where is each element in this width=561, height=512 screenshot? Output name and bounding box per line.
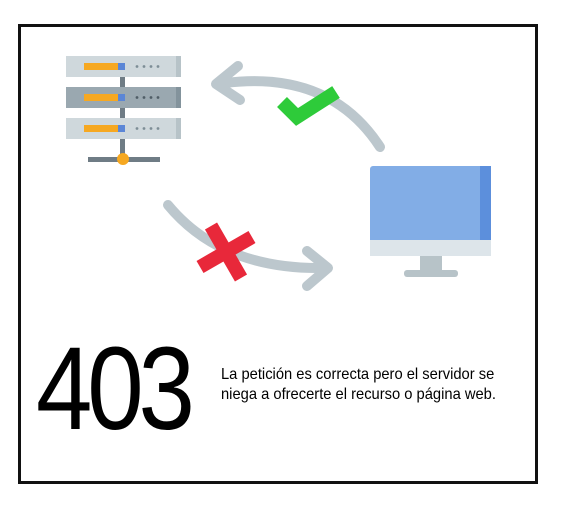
monitor-icon xyxy=(370,166,491,277)
curved-arrow-icon xyxy=(211,61,385,152)
status-code: 403 xyxy=(36,323,195,455)
server-rack-icon xyxy=(66,56,181,165)
red-cross-icon xyxy=(196,222,256,282)
status-description: La petición es correcta pero el servidor… xyxy=(221,366,496,403)
green-check-icon xyxy=(277,86,340,126)
